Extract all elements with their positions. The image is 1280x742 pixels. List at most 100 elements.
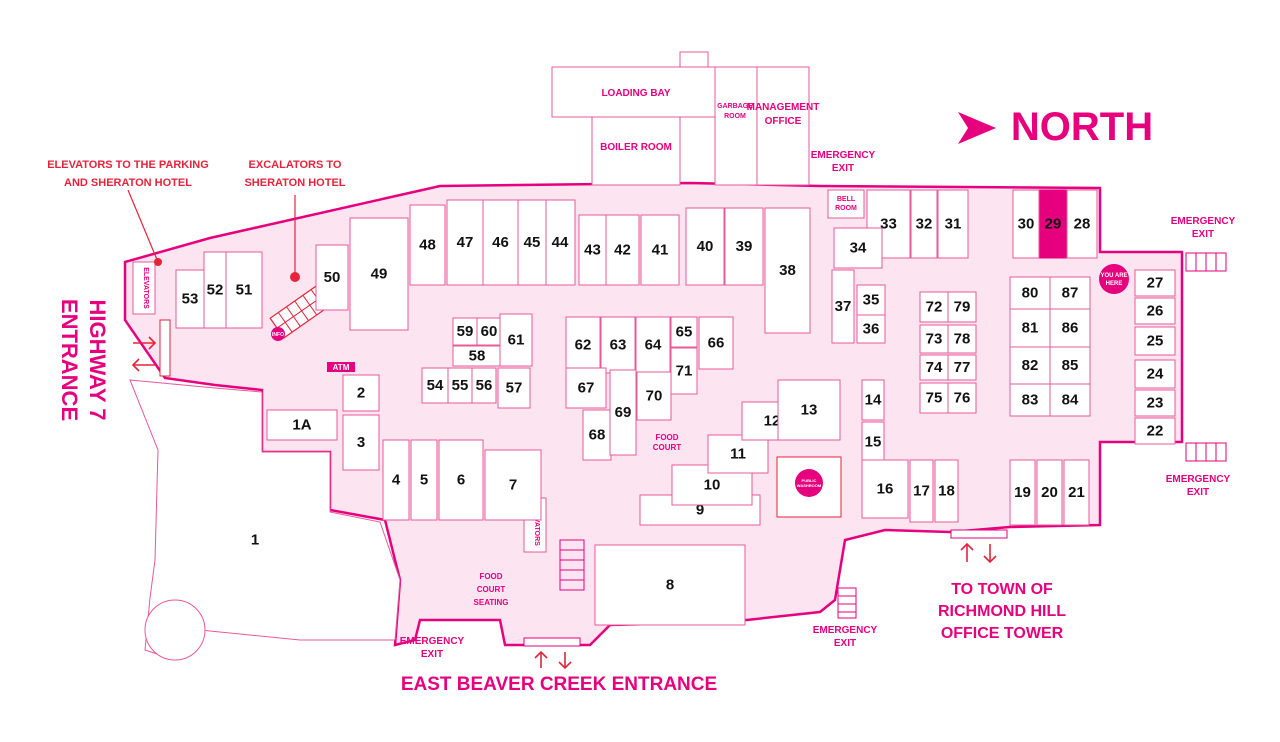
store-26-box[interactable] bbox=[1134, 297, 1176, 325]
store-78-box[interactable] bbox=[947, 324, 977, 354]
store-4-box[interactable] bbox=[382, 439, 410, 521]
store-80-label: 80 bbox=[1022, 285, 1039, 302]
store-27-box[interactable] bbox=[1134, 269, 1176, 297]
office-tower-arrows bbox=[960, 542, 997, 564]
elevators-parking[interactable] bbox=[132, 261, 156, 315]
store-74-box[interactable] bbox=[919, 354, 949, 381]
store-1a-box[interactable] bbox=[266, 409, 338, 441]
elevators-left-label: ELEVATORS bbox=[142, 267, 149, 309]
store-61-box[interactable] bbox=[499, 313, 533, 367]
store-75-box[interactable] bbox=[919, 382, 949, 414]
store-52-label: 52 bbox=[207, 282, 224, 299]
store-11-box[interactable] bbox=[707, 434, 769, 474]
store-81-box[interactable] bbox=[1009, 308, 1051, 348]
emergency-exit-south-2: EXIT bbox=[834, 638, 856, 649]
store-24-box[interactable] bbox=[1134, 359, 1176, 389]
store-69-box[interactable] bbox=[609, 369, 637, 456]
store-1-shape[interactable] bbox=[129, 379, 401, 661]
store-83-box[interactable] bbox=[1009, 383, 1051, 417]
store-14-label: 14 bbox=[865, 392, 882, 409]
store-5-box[interactable] bbox=[410, 439, 438, 521]
store-70-box[interactable] bbox=[636, 371, 672, 421]
store-66-box[interactable] bbox=[698, 316, 734, 370]
store-71-box[interactable] bbox=[670, 347, 698, 395]
north-label: NORTH bbox=[1011, 105, 1153, 149]
store-29-box[interactable] bbox=[1039, 189, 1067, 259]
store-36-box[interactable] bbox=[856, 314, 886, 344]
store-63-box[interactable] bbox=[600, 316, 636, 374]
service-stairs bbox=[679, 51, 709, 68]
store-18-box[interactable] bbox=[934, 459, 959, 523]
store-2-box[interactable] bbox=[342, 374, 380, 412]
store-22-label: 22 bbox=[1147, 423, 1164, 440]
store-34-box[interactable] bbox=[833, 227, 883, 269]
store-20-box[interactable] bbox=[1036, 459, 1063, 526]
store-13-label: 13 bbox=[801, 402, 818, 419]
store-79-box[interactable] bbox=[947, 291, 977, 323]
store-65-box[interactable] bbox=[670, 316, 698, 348]
highway7-doors[interactable] bbox=[159, 319, 171, 377]
atm-badge[interactable] bbox=[327, 362, 355, 372]
store-72-label: 72 bbox=[926, 299, 943, 316]
store-25-box[interactable] bbox=[1134, 326, 1176, 356]
store-6-box[interactable] bbox=[438, 439, 484, 521]
store-54-box[interactable] bbox=[421, 367, 449, 404]
elevators-pointer bbox=[127, 189, 159, 263]
east-beaver-creek-doors[interactable] bbox=[523, 637, 581, 647]
store-32-box[interactable] bbox=[910, 189, 938, 259]
store-22-box[interactable] bbox=[1134, 417, 1176, 445]
east-beaver-creek-arrows bbox=[534, 650, 572, 670]
store-87-box[interactable] bbox=[1049, 276, 1091, 310]
info-icon[interactable] bbox=[271, 327, 285, 341]
store-30-box[interactable] bbox=[1012, 189, 1040, 259]
store-40-label: 40 bbox=[697, 238, 714, 255]
store-84-box[interactable] bbox=[1049, 383, 1091, 417]
store-16-box[interactable] bbox=[861, 459, 909, 519]
garbage-room-label-1: GARBAGE bbox=[717, 103, 753, 110]
store-7-box[interactable] bbox=[484, 449, 542, 521]
store-73-label: 73 bbox=[926, 331, 943, 348]
store-67-box[interactable] bbox=[565, 367, 607, 409]
emergency-exit-top-1: EMERGENCY bbox=[811, 150, 876, 161]
store-51-box[interactable] bbox=[225, 251, 263, 329]
store-40-box[interactable] bbox=[685, 207, 725, 286]
stairs-south-exit bbox=[837, 587, 857, 619]
store-27-label: 27 bbox=[1147, 275, 1164, 292]
store-43-box[interactable] bbox=[578, 214, 607, 286]
store-77-box[interactable] bbox=[947, 354, 977, 381]
store-68-box[interactable] bbox=[582, 409, 612, 461]
bell-room-label-1: BELL bbox=[837, 196, 856, 203]
store-72-box[interactable] bbox=[919, 291, 949, 323]
store-38-box[interactable] bbox=[764, 207, 811, 334]
store-42-box[interactable] bbox=[605, 214, 640, 286]
store-76-box[interactable] bbox=[947, 382, 977, 414]
store-66-label: 66 bbox=[708, 335, 725, 352]
store-14-box[interactable] bbox=[861, 379, 885, 421]
store-85-box[interactable] bbox=[1049, 346, 1091, 385]
store-24-label: 24 bbox=[1147, 366, 1164, 383]
store-64-box[interactable] bbox=[635, 316, 671, 374]
store-19-box[interactable] bbox=[1009, 459, 1036, 526]
store-23-box[interactable] bbox=[1134, 389, 1176, 417]
store-49-box[interactable] bbox=[349, 217, 409, 331]
store-53-box[interactable] bbox=[175, 269, 205, 329]
store-13-box[interactable] bbox=[777, 379, 841, 441]
store-37-box[interactable] bbox=[831, 269, 855, 344]
office-tower-doors[interactable] bbox=[950, 529, 1008, 539]
store-41-box[interactable] bbox=[640, 214, 680, 286]
store-48-box[interactable] bbox=[409, 204, 446, 286]
store-17-box[interactable] bbox=[909, 459, 934, 523]
store-3-box[interactable] bbox=[342, 414, 380, 471]
store-56-box[interactable] bbox=[471, 367, 497, 404]
store-8-box[interactable] bbox=[594, 544, 746, 626]
store-86-box[interactable] bbox=[1049, 308, 1091, 348]
store-39-box[interactable] bbox=[724, 207, 764, 286]
store-31-box[interactable] bbox=[937, 189, 969, 259]
store-47-box[interactable] bbox=[446, 199, 484, 286]
store-75-label: 75 bbox=[926, 390, 943, 407]
store-50-box[interactable] bbox=[315, 244, 349, 311]
store-21-box[interactable] bbox=[1063, 459, 1090, 526]
store-57-box[interactable] bbox=[497, 367, 531, 409]
store-28-box[interactable] bbox=[1066, 189, 1098, 259]
